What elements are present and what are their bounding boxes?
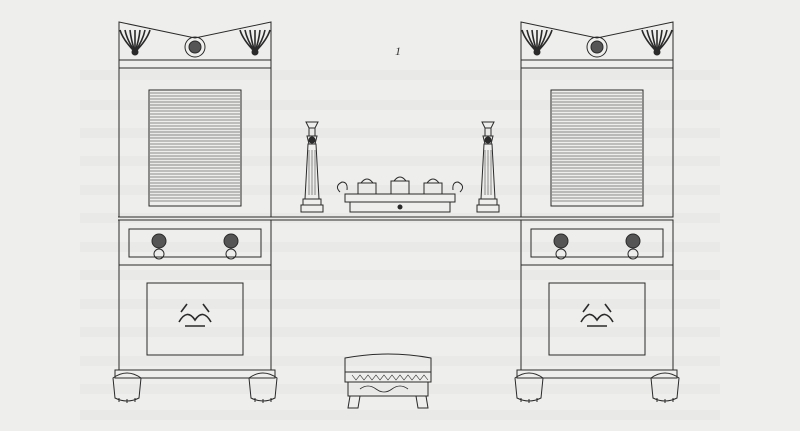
show-through-line <box>80 213 720 223</box>
palmette-acroterion <box>240 30 270 55</box>
left-pedestal-cabinet <box>113 22 277 403</box>
lion-paw-foot <box>651 373 679 401</box>
griffin-ornament <box>179 304 211 326</box>
lower-cabinet <box>521 265 673 370</box>
plinth <box>517 370 677 378</box>
show-through-line <box>80 410 720 420</box>
inkstand <box>337 177 462 212</box>
drawer <box>129 229 261 257</box>
medallion-portrait <box>185 37 205 57</box>
show-through-line <box>80 100 720 110</box>
palmette-acroterion <box>120 30 150 55</box>
louvered-panel <box>149 90 241 206</box>
right-pedestal-cabinet <box>515 22 679 403</box>
lower-door-panel <box>549 283 645 355</box>
medallion-portrait <box>587 37 607 57</box>
plinth <box>115 370 275 378</box>
upper-cabinet <box>521 68 673 217</box>
right-candlestick <box>477 122 499 212</box>
lion-paw-foot <box>249 373 277 401</box>
louvered-panel <box>551 90 643 206</box>
show-through-line <box>80 70 720 80</box>
show-through-line <box>80 270 720 280</box>
lion-mask-handle <box>626 234 640 248</box>
palmette-acroterion <box>522 30 552 55</box>
footstool <box>345 354 431 408</box>
griffin-ornament <box>581 304 613 326</box>
lion-mask-handle <box>224 234 238 248</box>
show-through-line <box>80 327 720 337</box>
lower-door-panel <box>147 283 243 355</box>
palmette-acroterion <box>642 30 672 55</box>
show-through-line <box>80 299 720 309</box>
plate-number: 1 <box>395 44 401 58</box>
show-through-line <box>80 156 720 166</box>
upper-cabinet <box>119 68 271 217</box>
show-through-text-shadow <box>80 70 720 420</box>
show-through-line <box>80 356 720 366</box>
show-through-line <box>80 384 720 394</box>
lion-paw-foot <box>515 373 543 401</box>
lion-mask-handle <box>152 234 166 248</box>
drawer <box>531 229 663 257</box>
show-through-line <box>80 185 720 195</box>
show-through-line <box>80 242 720 252</box>
left-candlestick <box>301 122 323 212</box>
lower-cabinet <box>119 265 271 370</box>
lion-mask-handle <box>554 234 568 248</box>
show-through-line <box>80 128 720 138</box>
lion-paw-foot <box>113 373 141 401</box>
